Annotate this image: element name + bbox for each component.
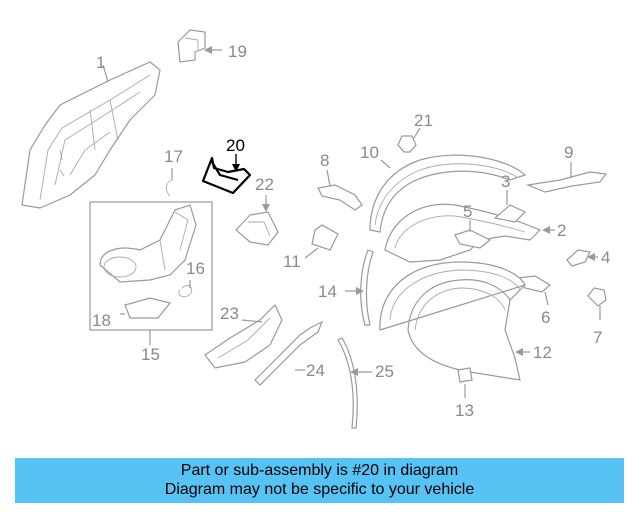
banner-line-1: Part or sub-assembly is #20 in diagram <box>180 462 459 479</box>
part-12-wheel-liner <box>379 261 530 381</box>
callout-4[interactable]: 4 <box>601 248 610 267</box>
part-8-bracket <box>317 169 363 211</box>
part-11-panel <box>304 224 339 259</box>
callout-22[interactable]: 22 <box>255 175 274 194</box>
callout-5[interactable]: 5 <box>463 202 472 221</box>
callout-10[interactable]: 10 <box>360 143 379 162</box>
part-17-clip <box>165 168 173 197</box>
callout-6[interactable]: 6 <box>541 308 550 327</box>
callout-21[interactable]: 21 <box>414 111 433 130</box>
part-7-fastener <box>587 287 607 320</box>
callout-24[interactable]: 24 <box>306 361 325 380</box>
part-15-fuel-door-box <box>89 201 213 345</box>
callout-1[interactable]: 1 <box>96 53 105 72</box>
callout-25[interactable]: 25 <box>375 362 394 381</box>
part-20-highlighted <box>201 154 252 195</box>
callout-3[interactable]: 3 <box>501 172 510 191</box>
part-13-clip <box>457 367 473 398</box>
part-21-fastener <box>397 127 421 153</box>
part-23-lower-bracket <box>204 303 283 369</box>
callout-9[interactable]: 9 <box>564 143 573 162</box>
part-1-quarter-panel <box>21 61 161 209</box>
part-19-bracket <box>177 29 222 63</box>
callout-20[interactable]: 20 <box>226 136 245 155</box>
part-6-piece <box>516 275 552 306</box>
callout-15[interactable]: 15 <box>141 345 160 364</box>
callout-2[interactable]: 2 <box>557 221 566 240</box>
callout-17[interactable]: 17 <box>164 147 183 166</box>
part-3-piece <box>493 190 527 223</box>
callout-7[interactable]: 7 <box>593 328 602 347</box>
callout-23[interactable]: 23 <box>220 304 239 323</box>
callout-11[interactable]: 11 <box>283 252 301 271</box>
callout-8[interactable]: 8 <box>320 151 329 170</box>
part-5-piece <box>454 220 492 249</box>
banner-line-2: Diagram may not be specific to your vehi… <box>164 481 475 498</box>
callout-16[interactable]: 16 <box>186 259 205 278</box>
callout-19[interactable]: 19 <box>228 42 247 61</box>
callout-18[interactable]: 18 <box>92 311 111 330</box>
callout-14[interactable]: 14 <box>318 282 337 301</box>
part-10-fender-arch <box>369 154 527 233</box>
part-4-bracket <box>566 249 598 267</box>
part-9-bracket <box>525 162 608 193</box>
parts-diagram: 1 19 21 10 17 20 8 9 22 3 5 2 11 16 4 14… <box>21 29 610 429</box>
callout-12[interactable]: 12 <box>533 343 552 362</box>
callout-13[interactable]: 13 <box>455 401 474 420</box>
part-14-strip <box>345 249 374 326</box>
part-25-long-strip <box>337 337 372 429</box>
part-22-bracket <box>235 195 279 246</box>
part-24-strip <box>254 320 324 386</box>
info-banner: Part or sub-assembly is #20 in diagram D… <box>15 458 624 503</box>
